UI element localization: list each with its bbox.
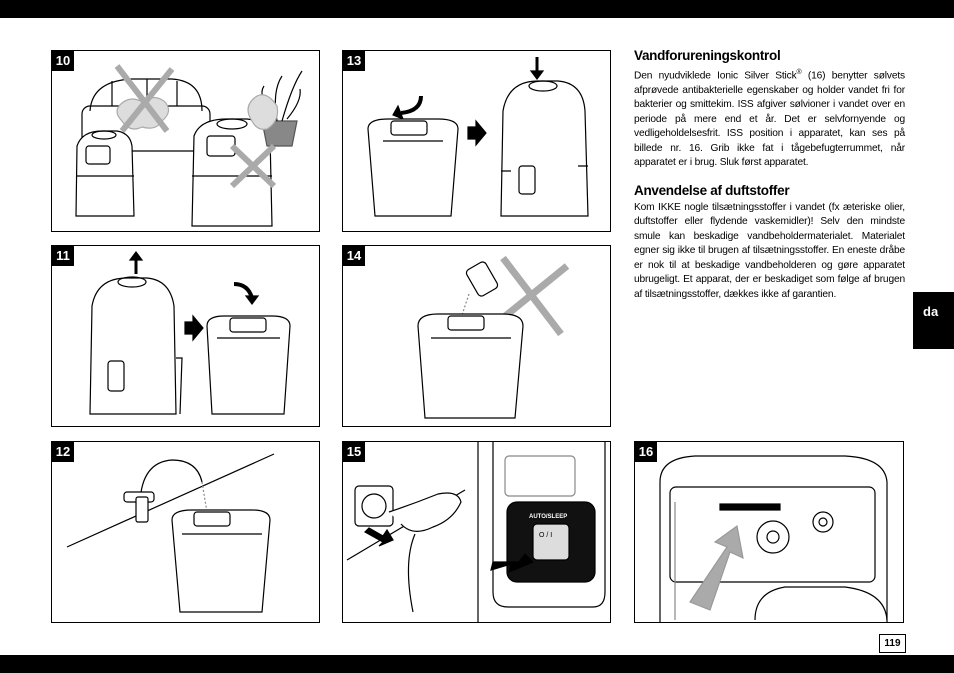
figure-12: 12 <box>51 441 320 623</box>
text-column: Vandforureningskontrol Den nyudviklede I… <box>634 48 905 302</box>
figure-number: 13 <box>343 51 365 71</box>
figure-11: 11 <box>51 245 320 427</box>
figure-number: 10 <box>52 51 74 71</box>
auto-sleep-label: AUTO/SLEEP <box>529 514 568 520</box>
section-heading-water-purification: Vandforureningskontrol <box>634 48 781 63</box>
figure-number: 15 <box>343 442 365 462</box>
figure-number: 11 <box>52 246 74 266</box>
figure-number: 16 <box>635 442 657 462</box>
figure-13: 13 <box>342 50 611 232</box>
figure-10: 10 <box>51 50 320 232</box>
figure-number: 12 <box>52 442 74 462</box>
top-bar <box>0 0 954 18</box>
power-label: O / I <box>539 532 553 539</box>
section-heading-fragrances: Anvendelse af duftstoffer <box>634 182 790 198</box>
figure-16: 16 <box>634 441 904 623</box>
page-number: 119 <box>879 634 906 653</box>
section-body-fragrances: Kom IKKE nogle tilsætningsstoffer i vand… <box>634 201 905 300</box>
section-body-water-purification: Den nyudviklede Ionic Silver Stick® (16)… <box>634 69 905 169</box>
figure-15: 15 AUTO/SLEEP O / I <box>342 441 611 623</box>
figure-14: 14 <box>342 245 611 427</box>
language-tab: da <box>913 292 954 349</box>
figure-number: 14 <box>343 246 365 266</box>
bottom-bar <box>0 655 954 673</box>
